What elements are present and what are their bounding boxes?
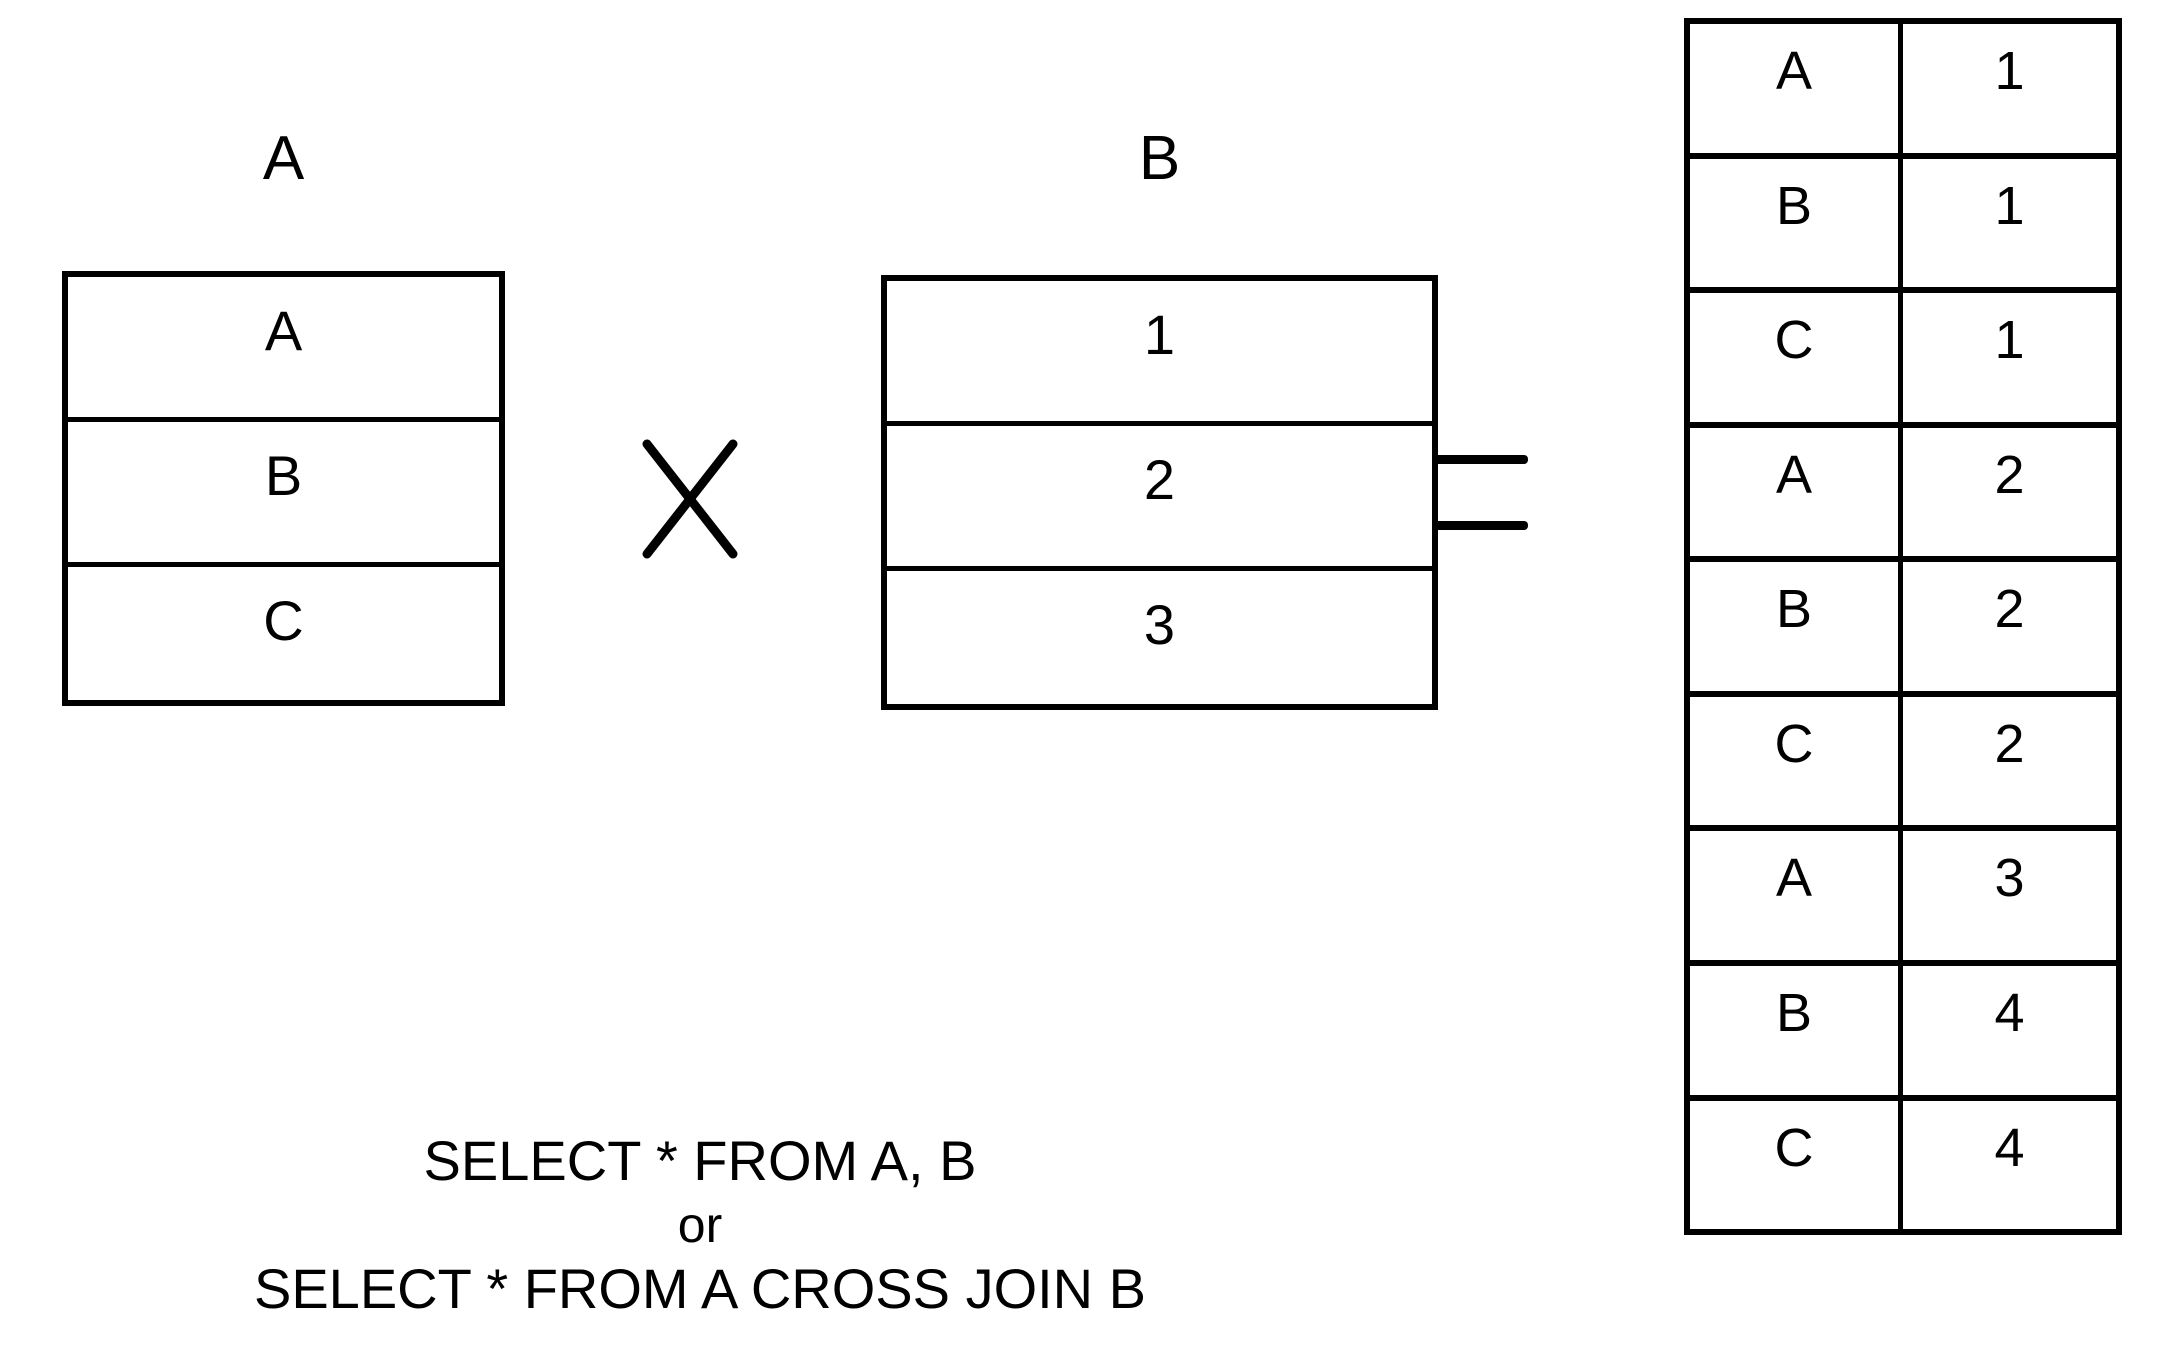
table-row: C 4 [1690, 1100, 2116, 1230]
table-a-row: C [68, 567, 499, 712]
sql-statement-implicit-join: SELECT * FROM A, B [423, 1129, 977, 1192]
table-row: A 2 [1690, 427, 2116, 563]
sql-statement-cross-join: SELECT * FROM A CROSS JOIN B [253, 1257, 1147, 1320]
result-cell-right: 3 [1903, 831, 2116, 960]
table-b-title: B [1138, 124, 1181, 193]
table-b-cell-value: 1 [1143, 303, 1176, 366]
result-cell-value: A [1775, 444, 1813, 505]
result-cell-value: 1 [1994, 41, 2025, 101]
result-cell-right: 2 [1903, 428, 2116, 557]
table-a-title: A [262, 124, 305, 193]
result-cell-value: 3 [1994, 848, 2025, 909]
table-row: B 2 [1690, 562, 2116, 697]
result-cell-left: A [1690, 24, 1903, 153]
table-b-cell-value: 2 [1143, 448, 1176, 511]
result-cell-value: 4 [1994, 982, 2025, 1043]
equals-operator-icon [1432, 455, 1528, 537]
result-cell-value: C [1774, 713, 1814, 774]
equals-bar-top [1432, 455, 1528, 464]
result-cell-value: A [1775, 848, 1813, 909]
result-cell-value: B [1775, 982, 1813, 1043]
result-cell-value: C [1774, 310, 1814, 371]
result-cell-right: 2 [1903, 697, 2116, 826]
result-cell-value: B [1775, 579, 1813, 640]
table-b-row: 2 [887, 426, 1432, 571]
table-a-row: B [68, 422, 499, 567]
result-cell-left: B [1690, 562, 1903, 691]
result-cell-left: A [1690, 831, 1903, 960]
table-row: B 1 [1690, 158, 2116, 294]
result-cell-value: 2 [1994, 444, 2025, 505]
table-row: A 1 [1690, 24, 2116, 159]
table-b-row: 1 [887, 281, 1432, 426]
result-cell-value: 4 [1994, 1117, 2025, 1178]
sql-caption: SELECT * FROM A, B or SELECT * FROM A CR… [60, 1128, 1340, 1322]
table-row: A 3 [1690, 831, 2116, 966]
table-row: C 1 [1690, 293, 2116, 428]
result-cell-value: B [1775, 175, 1813, 236]
result-cell-right: 1 [1903, 293, 2116, 422]
table-a-row: A [68, 277, 499, 422]
table-a-cell-value: C [263, 589, 304, 652]
result-table: A 1 B 1 C 1 A 2 B 2 [1684, 18, 2122, 1235]
table-a-box: A B C [62, 271, 505, 706]
result-cell-left: C [1690, 696, 1903, 826]
table-b-box: 1 2 3 [881, 275, 1438, 710]
table-a-cell-value: A [264, 299, 303, 362]
result-cell-value: 1 [1994, 310, 2025, 371]
result-cell-right: 4 [1903, 966, 2116, 1095]
result-cell-value: A [1775, 41, 1813, 101]
result-cell-right: 4 [1903, 1101, 2116, 1230]
equals-bar-bottom [1432, 521, 1528, 530]
result-cell-left: B [1690, 158, 1903, 288]
result-cell-right: 1 [1903, 159, 2116, 288]
result-cell-value: 2 [1994, 579, 2025, 640]
result-cell-value: C [1774, 1117, 1814, 1178]
table-row: B 4 [1690, 965, 2116, 1101]
table-a-cell-value: B [264, 444, 303, 507]
sql-caption-conjunction: or [677, 1197, 723, 1253]
table-b-cell-value: 3 [1143, 593, 1176, 656]
result-cell-left: C [1690, 1100, 1903, 1230]
result-cell-left: A [1690, 427, 1903, 557]
result-cell-right: 1 [1903, 24, 2116, 153]
cross-product-operator-icon [640, 438, 740, 560]
result-cell-left: C [1690, 293, 1903, 422]
result-cell-left: B [1690, 965, 1903, 1095]
result-cell-value: 2 [1994, 713, 2025, 774]
result-cell-right: 2 [1903, 562, 2116, 691]
table-row: C 2 [1690, 696, 2116, 832]
table-b-row: 3 [887, 571, 1432, 716]
result-cell-value: 1 [1994, 175, 2025, 236]
